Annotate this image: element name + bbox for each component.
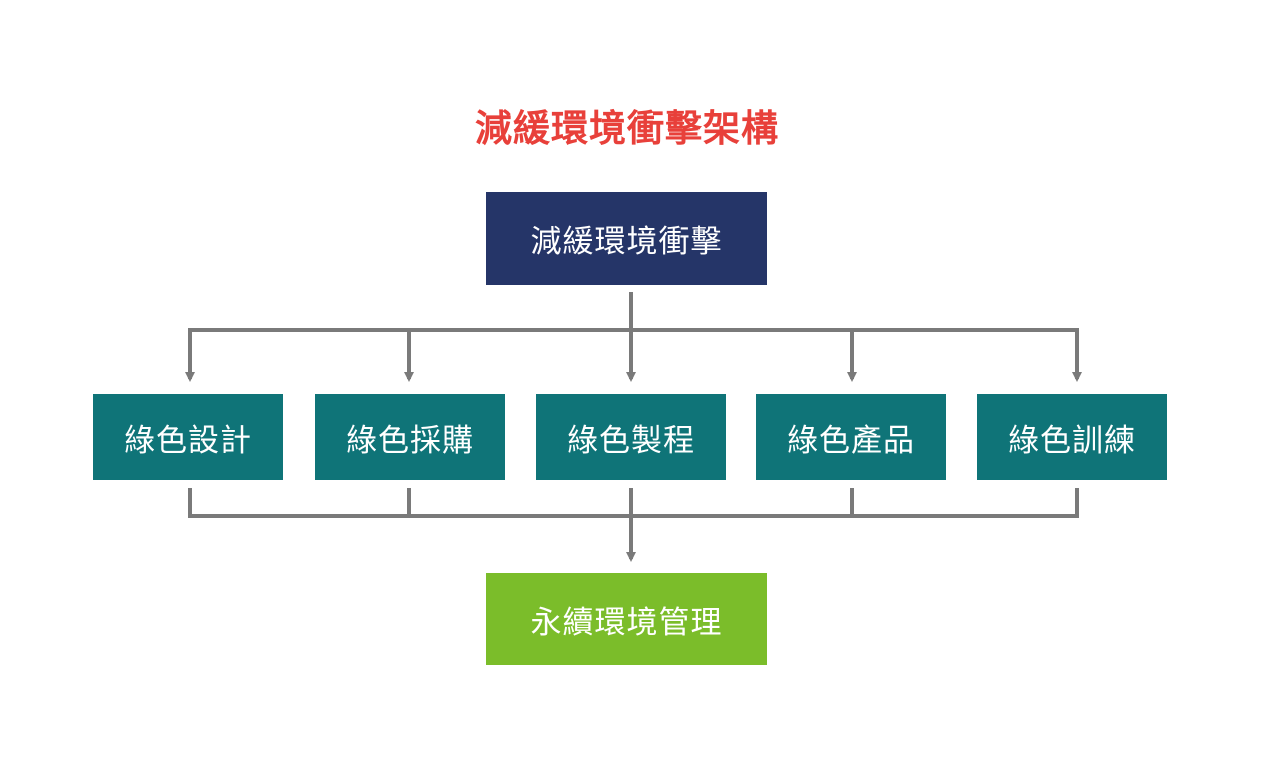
outcome-node: 永續環境管理 <box>486 573 767 665</box>
root-node: 減緩環境衝擊 <box>486 192 767 285</box>
branch-node-green-process: 綠色製程 <box>536 394 726 480</box>
branch-node-label: 綠色產品 <box>787 422 915 459</box>
diagram-title: 減緩環境衝擊架構 <box>475 107 779 150</box>
branch-node-label: 綠色設計 <box>124 422 252 459</box>
root-node-label: 減緩環境衝擊 <box>530 224 723 260</box>
branch-node-label: 綠色採購 <box>346 422 474 459</box>
branch-node-green-procurement: 綠色採購 <box>315 394 505 480</box>
branch-node-green-training: 綠色訓練 <box>977 394 1167 480</box>
branch-node-green-product: 綠色產品 <box>756 394 946 480</box>
branch-node-label: 綠色製程 <box>567 422 695 459</box>
outcome-node-label: 永續環境管理 <box>530 604 723 641</box>
branch-node-green-design: 綠色設計 <box>93 394 283 480</box>
connector-group <box>185 292 1082 562</box>
branch-node-label: 綠色訓練 <box>1008 422 1136 459</box>
